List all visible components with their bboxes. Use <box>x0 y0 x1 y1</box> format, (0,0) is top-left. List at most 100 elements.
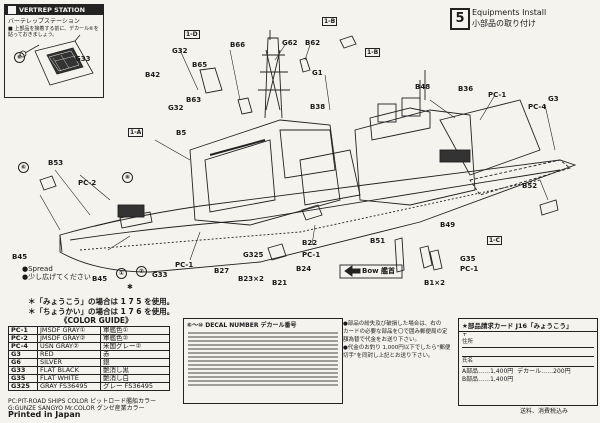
card-text-line-2: カードの必要な部品を〇で囲み郵便局の定 <box>343 329 448 335</box>
card-text-line-1: ●部品の紛失及び破損した場合は、右の <box>343 321 442 327</box>
part-b62-label: B62 <box>305 39 321 47</box>
part-b1-label: B1×2 <box>424 279 445 287</box>
color-name-en: GRAY FS36495 <box>37 382 101 391</box>
card-price-b: B部品……1,400円 <box>462 376 514 383</box>
part-b5-label: B5 <box>176 129 187 137</box>
part-g35-label: G35 <box>460 255 476 263</box>
part-b42-label: B42 <box>145 71 161 79</box>
price-decal: デカール……200円 <box>517 368 571 375</box>
part-b21-label: B21 <box>272 279 288 287</box>
step-title-ja: 小部品の取り付け <box>472 19 536 28</box>
square-icon <box>8 6 16 14</box>
spread-label-en: ●Spread <box>22 265 53 273</box>
part-g1-label: G1 <box>312 69 323 77</box>
decal-title: ⑥～⑩ DECAL NUMBER デカール番号 <box>187 322 297 329</box>
decal-number-1: ① <box>116 268 127 279</box>
hull-note-1: ＊「みょうこう」の場合は 1 7 5 を使用。 <box>28 297 175 306</box>
part-b22-label: B22 <box>302 239 318 247</box>
part-pc1-label-d: PC-1 <box>460 265 479 273</box>
part-b49-label: B49 <box>440 221 456 229</box>
color-code: G325 <box>8 382 38 391</box>
card-text-line-4: ●代金のお釣り 1,000円以下でしたら"郵便 <box>343 345 451 351</box>
part-b66-label: B66 <box>230 41 246 49</box>
part-1b-label: 1-B <box>322 17 338 26</box>
vertrep-drawing <box>19 34 94 86</box>
part-g33-label: G33 <box>152 271 168 279</box>
part-g3-label: G3 <box>548 95 559 103</box>
card-text-line-5: 切手"を同封し上記とお送り下さい。 <box>343 353 434 359</box>
part-b48-label: B48 <box>415 83 431 91</box>
decal-text-lines <box>184 332 342 386</box>
vertrep-subtitle: バーテレップステーション <box>8 18 80 25</box>
part-b23-label: B23×2 <box>238 275 264 283</box>
parts-request-card: ★部品請求カード J16「みょうこう」 〒 住所 氏名 A部品……1,400円 … <box>458 318 598 406</box>
card-title: ★部品請求カード J16「みょうこう」 <box>459 319 597 332</box>
part-1a-label: 1-A <box>128 128 144 137</box>
decal-number-6: ⑥ <box>14 52 25 63</box>
part-label: G33 <box>75 55 91 63</box>
color-name-ja: 赤 <box>100 350 170 359</box>
part-1c-label: 1-C <box>487 236 503 245</box>
card-price-a: A部品……1,400円 デカール……200円 <box>459 368 597 376</box>
part-b52-label: B52 <box>522 182 538 190</box>
card-zip: 〒 <box>462 332 468 338</box>
part-b65-label: B65 <box>192 61 208 69</box>
card-text-line-3: 額為替で代金をお送り下さい。 <box>343 337 421 343</box>
color-guide-footnote-1: PC:PIT-ROAD SHIPS COLOR ピットロード艦船カラー <box>8 398 157 405</box>
color-name-ja: 米国グレー② <box>100 342 170 351</box>
vertrep-title: VERTREP STATION <box>19 6 86 14</box>
decal-number-6b: ⑥ <box>18 162 29 173</box>
part-b63-label: B63 <box>186 96 202 104</box>
part-pc1-label-a: PC-1 <box>488 91 507 99</box>
decal-number-8: ⑧ <box>122 172 133 183</box>
part-b36-label: B36 <box>458 85 474 93</box>
printed-in-japan: Printed in Japan <box>8 410 81 419</box>
hull-note-2: ＊「ちょうかい」の場合は 1 7 6 を使用。 <box>28 307 175 316</box>
part-1d-label: 1-D <box>184 30 200 39</box>
part-pc1-label-c: PC-1 <box>175 261 194 269</box>
part-b27-label: B27 <box>214 267 230 275</box>
vertrep-note-2: 貼っておきましょう。 <box>8 32 58 38</box>
part-pc1-label-b: PC-1 <box>302 251 321 259</box>
step-number: 5 <box>450 8 470 30</box>
part-g62-label: G62 <box>282 39 298 47</box>
card-name: 氏名 <box>462 358 474 364</box>
vertrep-station-box: VERTREP STATION バーテレップステーション ■ 上部品を接着する前… <box>4 4 104 98</box>
card-instructions-text: ●部品の紛失及び破損した場合は、右の カードの必要な部品を〇で囲み郵便局の定 額… <box>340 318 456 362</box>
ship-assembly-drawing <box>39 30 577 279</box>
postage-note: 送料、消費税込み <box>520 408 569 415</box>
part-g325-label: G325 <box>243 251 264 259</box>
part-b53-label: B53 <box>48 159 64 167</box>
part-1b-label-2: 1-B <box>365 48 381 57</box>
color-name-ja: グレー FS36495 <box>100 382 170 391</box>
bow-label: Bow 艦首 <box>362 267 396 275</box>
vertrep-header: VERTREP STATION <box>5 5 103 15</box>
decal-number-box: ⑥～⑩ DECAL NUMBER デカール番号 <box>183 318 343 404</box>
decal-number-7: ⑦ <box>136 266 147 277</box>
step-title-en: Equipments Install <box>472 8 547 17</box>
color-guide-footnote-2: G:GUNZE SANGYO Mr.COLOR グンゼ産業カラー <box>8 405 145 412</box>
vertrep-note-1: ■ 上部品を接着する前に、デカール⑥を <box>8 26 99 32</box>
part-b38-label: B38 <box>310 103 326 111</box>
part-b24-label: B24 <box>296 265 312 273</box>
spread-label-ja: ●少し広げてください <box>22 273 91 281</box>
part-g32-label: G32 <box>172 47 188 55</box>
asterisk-mark: ✱ <box>127 283 133 291</box>
part-pc4-label: PC-4 <box>528 103 547 111</box>
card-instructions: ●部品の紛失及び破損した場合は、右の カードの必要な部品を〇で囲み郵便局の定 額… <box>340 318 456 404</box>
part-b51-label: B51 <box>370 237 386 245</box>
price-a: A部品……1,400円 <box>462 368 514 375</box>
part-b45-label: B45 <box>12 253 28 261</box>
color-guide-title: 《COLOR GUIDE》 <box>60 316 133 325</box>
part-g32-label-2: G32 <box>168 104 184 112</box>
part-b45-label-2: B45 <box>92 275 108 283</box>
part-pc2-label: PC-2 <box>78 179 97 187</box>
